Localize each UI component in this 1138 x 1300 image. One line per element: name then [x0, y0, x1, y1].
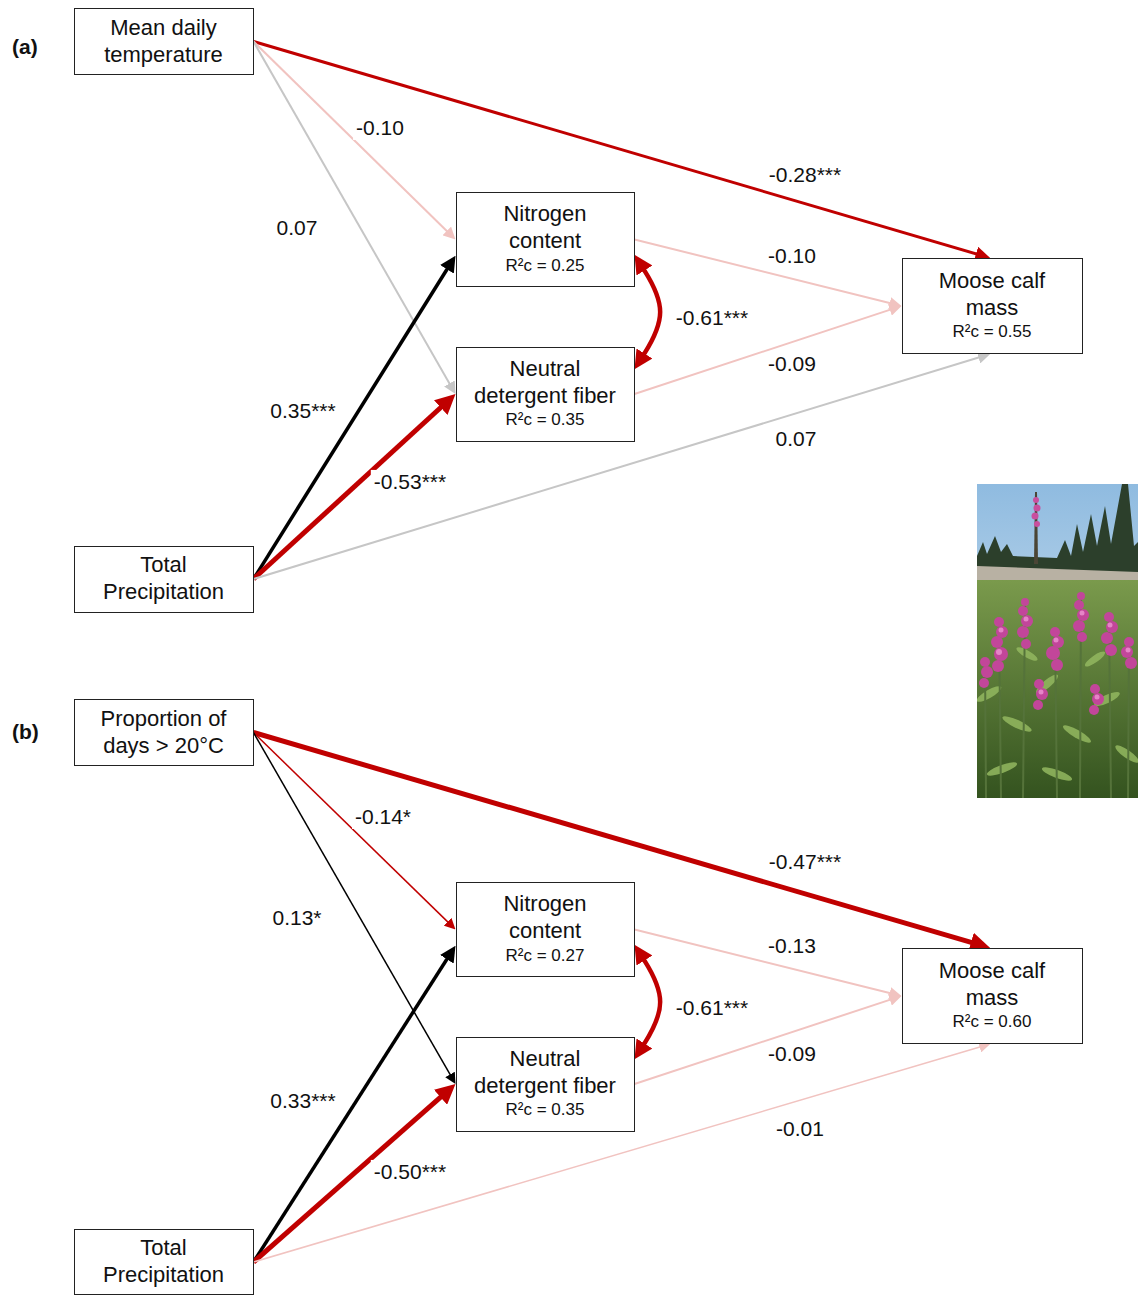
- path-coefficient: 0.33***: [267, 1089, 338, 1113]
- path-coefficient: -0.50***: [371, 1160, 449, 1184]
- path-coefficient: -0.13: [765, 934, 819, 958]
- path-coefficient: 0.07: [773, 427, 820, 451]
- variable-name: Mean daily temperature: [83, 15, 245, 69]
- r-squared: R²c = 0.27: [506, 945, 585, 968]
- path-coefficient: -0.10: [353, 116, 407, 140]
- r-squared: R²c = 0.35: [506, 409, 585, 432]
- path-arrow: [254, 42, 452, 236]
- path-coefficient: -0.61***: [673, 306, 751, 330]
- fireweed-photo: [977, 484, 1138, 798]
- r-squared: R²c = 0.55: [953, 321, 1032, 344]
- variable-box: Nitrogen contentR²c = 0.25: [456, 192, 635, 287]
- path-coefficient: 0.13*: [269, 906, 324, 930]
- path-coefficient: -0.47***: [766, 850, 844, 874]
- path-coefficient: -0.09: [765, 352, 819, 376]
- path-coefficient: -0.61***: [673, 996, 751, 1020]
- variable-name: Total Precipitation: [83, 552, 245, 606]
- variable-name: Neutral detergent fiber: [465, 356, 626, 410]
- path-coefficient: 0.35***: [267, 399, 338, 423]
- variable-name: Proportion of days > 20°C: [83, 706, 245, 760]
- variable-box: Mean daily temperature: [74, 8, 254, 75]
- variable-box: Neutral detergent fiberR²c = 0.35: [456, 1037, 635, 1132]
- variable-name: Moose calf mass: [911, 268, 1074, 322]
- variable-box: Moose calf massR²c = 0.55: [902, 258, 1083, 354]
- path-arrow: [635, 240, 896, 305]
- variable-name: Moose calf mass: [911, 958, 1074, 1012]
- path-arrow: [254, 733, 452, 926]
- path-coefficient: -0.10: [765, 244, 819, 268]
- path-arrow: [639, 263, 660, 362]
- path-coefficient: -0.01: [773, 1117, 827, 1141]
- variable-box: Neutral detergent fiberR²c = 0.35: [456, 347, 635, 442]
- variable-name: Nitrogen content: [465, 891, 626, 945]
- r-squared: R²c = 0.35: [506, 1099, 585, 1122]
- path-coefficient: -0.28***: [766, 163, 844, 187]
- r-squared: R²c = 0.60: [953, 1011, 1032, 1034]
- variable-box: Proportion of days > 20°C: [74, 699, 254, 766]
- variable-name: Total Precipitation: [83, 1235, 245, 1289]
- variable-box: Nitrogen contentR²c = 0.27: [456, 882, 635, 977]
- panel-label: (a): [12, 34, 38, 59]
- variable-name: Nitrogen content: [465, 201, 626, 255]
- path-coefficient: -0.09: [765, 1042, 819, 1066]
- path-arrow: [254, 42, 453, 389]
- variable-box: Total Precipitation: [74, 546, 254, 613]
- path-coefficient: -0.14*: [352, 805, 414, 829]
- path-arrow: [254, 733, 453, 1080]
- path-arrow: [639, 953, 660, 1052]
- variable-box: Total Precipitation: [74, 1229, 254, 1295]
- variable-box: Moose calf massR²c = 0.60: [902, 948, 1083, 1044]
- variable-name: Neutral detergent fiber: [465, 1046, 626, 1100]
- path-arrow: [254, 952, 452, 1262]
- path-coefficient: -0.53***: [371, 470, 449, 494]
- path-arrow: [635, 930, 896, 995]
- path-arrow: [254, 262, 452, 579]
- path-coefficient: 0.07: [274, 216, 321, 240]
- r-squared: R²c = 0.25: [506, 255, 585, 278]
- panel-label: (b): [12, 719, 39, 744]
